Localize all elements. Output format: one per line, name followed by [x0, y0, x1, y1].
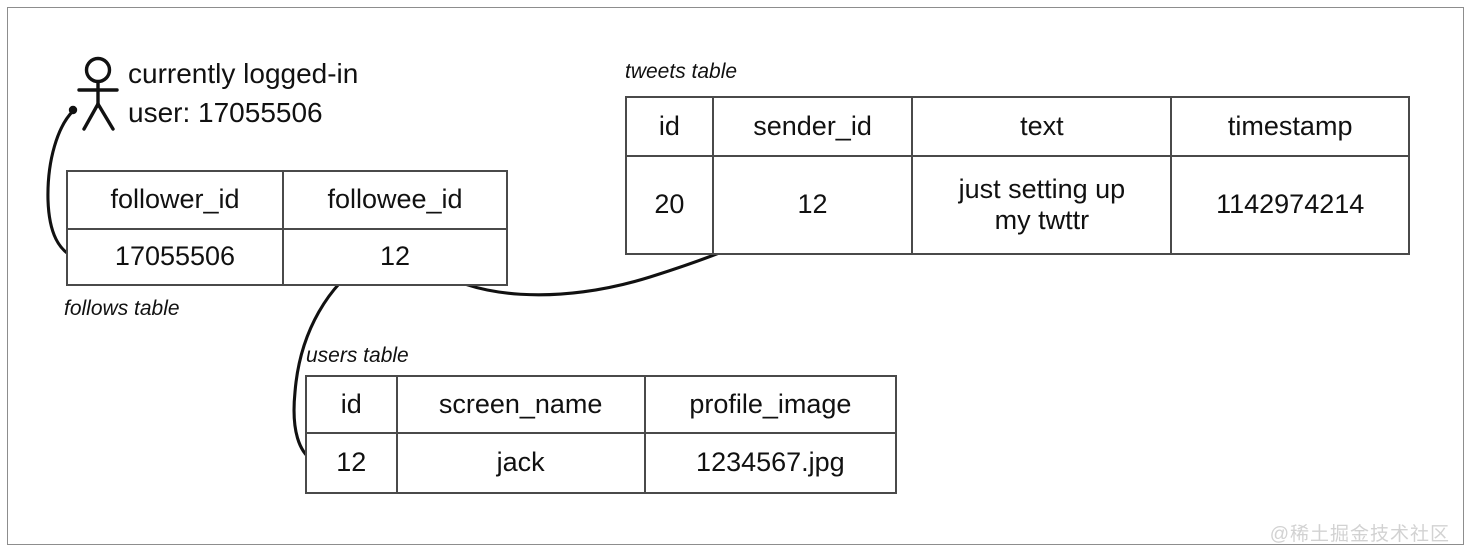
- column-header-sender-id: sender_id: [711, 96, 914, 157]
- logged-in-user-annotation: currently logged-in user: 17055506: [128, 55, 358, 132]
- column-header-id: id: [305, 375, 398, 434]
- table-row: 17055506 12: [66, 228, 508, 286]
- column-header-followee-id: followee_id: [282, 170, 508, 230]
- tweets-table-label: tweets table: [625, 60, 738, 83]
- users-table-label: users table: [306, 344, 409, 367]
- annotation-line-2: user: 17055506: [128, 96, 323, 128]
- column-header-id: id: [625, 96, 714, 157]
- annotation-line-1: currently logged-in: [128, 58, 359, 89]
- cell-timestamp: 1142974214: [1170, 155, 1410, 255]
- table-header-row: follower_id followee_id: [66, 170, 508, 230]
- cell-follower-id: 17055506: [66, 228, 284, 286]
- follows-table: follower_id followee_id 17055506 12: [66, 170, 508, 286]
- cell-profile-image: 1234567.jpg: [643, 432, 898, 494]
- cell-screen-name: jack: [395, 432, 646, 494]
- users-table: id screen_name profile_image 12 jack 123…: [305, 375, 898, 494]
- table-row: 12 jack 1234567.jpg: [305, 432, 898, 494]
- column-header-text: text: [911, 96, 1173, 157]
- cell-id: 12: [305, 432, 398, 494]
- column-header-timestamp: timestamp: [1170, 96, 1410, 157]
- table-header-row: id sender_id text timestamp: [625, 96, 1410, 157]
- cell-sender-id: 12: [711, 155, 914, 255]
- cell-id: 20: [625, 155, 714, 255]
- column-header-follower-id: follower_id: [66, 170, 284, 230]
- cell-followee-id: 12: [282, 228, 508, 286]
- cell-text: just setting up my twttr: [911, 155, 1173, 255]
- follows-table-label: follows table: [64, 297, 180, 320]
- column-header-profile-image: profile_image: [643, 375, 898, 434]
- table-row: 20 12 just setting up my twttr 114297421…: [625, 155, 1410, 255]
- tweets-table: id sender_id text timestamp 20 12 just s…: [625, 96, 1410, 255]
- watermark: @稀土掘金技术社区: [1269, 524, 1450, 545]
- column-header-screen-name: screen_name: [395, 375, 646, 434]
- table-header-row: id screen_name profile_image: [305, 375, 898, 434]
